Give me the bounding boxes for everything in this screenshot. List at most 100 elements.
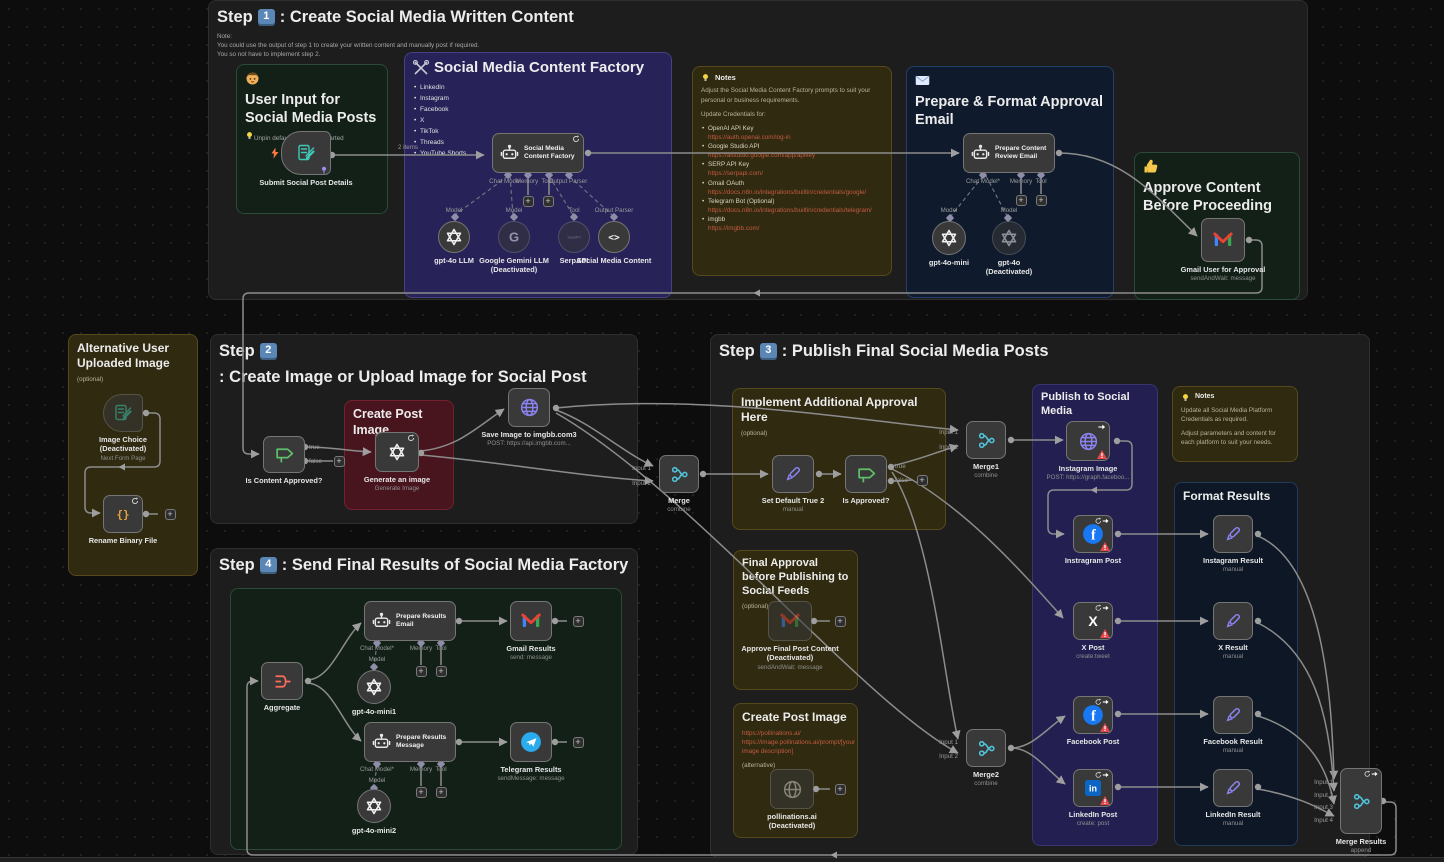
- output-endpoint[interactable]: [1254, 617, 1262, 625]
- node-is-content-approved[interactable]: Is Content Approved?: [246, 436, 322, 485]
- node-gpt4o-mini[interactable]: gpt-4o-mini: [929, 221, 969, 267]
- node-gpt4o-mini-box[interactable]: [932, 221, 966, 255]
- connection-d8[interactable]: [373, 764, 378, 787]
- add-node-button[interactable]: +: [522, 195, 534, 207]
- output-endpoint[interactable]: [1114, 710, 1122, 718]
- connection-c13[interactable]: [890, 443, 959, 467]
- output-endpoint[interactable]: [304, 677, 312, 685]
- node-prepare-results-email[interactable]: Prepare Results Email: [364, 601, 456, 641]
- connection-d5[interactable]: [950, 175, 984, 217]
- output-endpoint[interactable]: [551, 617, 559, 625]
- node-linkedin-result-box[interactable]: [1213, 769, 1253, 807]
- node-set-default-true-2-box[interactable]: [772, 455, 814, 493]
- node-linkedin-post-box[interactable]: in: [1073, 769, 1113, 807]
- add-node-button[interactable]: +: [435, 665, 447, 677]
- output-endpoint[interactable]: [552, 404, 560, 412]
- node-prepare-results-email-box[interactable]: Prepare Results Email: [364, 601, 456, 641]
- group-approve[interactable]: Approve Content Before Proceeding: [1134, 152, 1300, 300]
- add-node-button[interactable]: +: [435, 786, 447, 798]
- node-instragram-post-box[interactable]: f: [1073, 515, 1113, 553]
- port-diamond[interactable]: [370, 663, 378, 671]
- output-endpoint[interactable]: [142, 510, 150, 518]
- node-submit-social-post[interactable]: Submit Social Post Details: [259, 131, 353, 187]
- connection-d1[interactable]: [454, 175, 509, 216]
- node-social-media-content-box[interactable]: <>: [598, 221, 630, 253]
- connection-d4[interactable]: [568, 175, 613, 216]
- output-endpoint[interactable]: [1007, 744, 1015, 752]
- connection-c25[interactable]: [1257, 715, 1337, 805]
- connection-d3[interactable]: [548, 175, 574, 216]
- port-diamond[interactable]: [565, 171, 573, 179]
- output-endpoint[interactable]: [887, 463, 895, 471]
- node-gmail-approval-box[interactable]: [1201, 218, 1245, 262]
- port-diamond[interactable]: [610, 213, 618, 221]
- add-node-button[interactable]: +: [164, 508, 176, 520]
- connection-d7[interactable]: [373, 643, 378, 666]
- reload-icon[interactable]: [131, 497, 139, 505]
- connection-c27[interactable]: [246, 676, 1397, 856]
- node-gpt4o-mini2[interactable]: gpt-4o-mini2: [352, 789, 396, 835]
- node-rename-binary-box[interactable]: {}: [103, 495, 143, 533]
- connection-c26[interactable]: [1257, 788, 1335, 817]
- node-merge-results-box[interactable]: [1340, 768, 1382, 834]
- port-diamond[interactable]: [1017, 171, 1025, 179]
- port-diamond[interactable]: [451, 213, 459, 221]
- group-impl-approval[interactable]: Implement Additional Approval Here(optio…: [732, 388, 946, 530]
- add-node-button[interactable]: +: [834, 783, 846, 795]
- output-endpoint[interactable]: [1254, 530, 1262, 538]
- port-diamond[interactable]: [417, 639, 425, 647]
- port-diamond[interactable]: [1004, 214, 1012, 222]
- node-prepare-review-email-box[interactable]: Prepare Content Review Email: [963, 133, 1055, 173]
- node-instagram-result-box[interactable]: [1213, 515, 1253, 553]
- node-pollinations-box[interactable]: [770, 769, 814, 809]
- connection-c4[interactable]: [242, 239, 1263, 459]
- port-diamond[interactable]: [1037, 171, 1045, 179]
- connection-c3[interactable]: [1058, 152, 1198, 237]
- connection-c28a[interactable]: [307, 622, 362, 681]
- connection-c22a[interactable]: [1010, 715, 1066, 749]
- output-endpoint[interactable]: [887, 477, 895, 485]
- port-diamond[interactable]: [524, 171, 532, 179]
- group-content-factory[interactable]: Social Media Content FactoryLinkedInInst…: [404, 52, 672, 298]
- output-endpoint[interactable]: [1114, 783, 1122, 791]
- node-content-factory[interactable]: Social Media Content Factory: [492, 133, 584, 173]
- node-gpt4o-mini1[interactable]: gpt-4o-mini1: [352, 670, 396, 716]
- node-image-choice[interactable]: Image Choice(Deactivated)Next Form Page: [99, 394, 147, 462]
- node-save-imgbb-box[interactable]: [508, 388, 550, 427]
- node-x-post-box[interactable]: X: [1073, 602, 1113, 640]
- node-social-media-content[interactable]: <>Social Media Content: [577, 221, 651, 265]
- add-node-button[interactable]: +: [1035, 194, 1047, 206]
- output-endpoint[interactable]: [455, 738, 463, 746]
- connection-c10[interactable]: [555, 412, 959, 754]
- port-diamond[interactable]: [545, 171, 553, 179]
- output-endpoint[interactable]: [417, 449, 425, 457]
- node-facebook-post-box[interactable]: f: [1073, 696, 1113, 734]
- node-prepare-results-message[interactable]: Prepare Results Message: [364, 722, 456, 762]
- node-rename-binary[interactable]: {}Rename Binary File: [89, 495, 157, 545]
- output-endpoint[interactable]: [812, 785, 820, 793]
- connection-c6[interactable]: [420, 408, 505, 452]
- node-instagram-image-box[interactable]: [1066, 421, 1110, 461]
- node-content-factory-box[interactable]: Social Media Content Factory: [492, 133, 584, 173]
- add-node-button[interactable]: +: [415, 786, 427, 798]
- connection-s10[interactable]: [890, 479, 914, 482]
- node-x-result-box[interactable]: [1213, 602, 1253, 640]
- connection-c14[interactable]: [891, 468, 1064, 619]
- node-gemini-llm-box[interactable]: G: [498, 221, 530, 253]
- output-endpoint[interactable]: [1113, 437, 1121, 445]
- port-diamond[interactable]: [373, 760, 381, 768]
- connection-c7[interactable]: [420, 454, 654, 486]
- port-diamond[interactable]: [570, 213, 578, 221]
